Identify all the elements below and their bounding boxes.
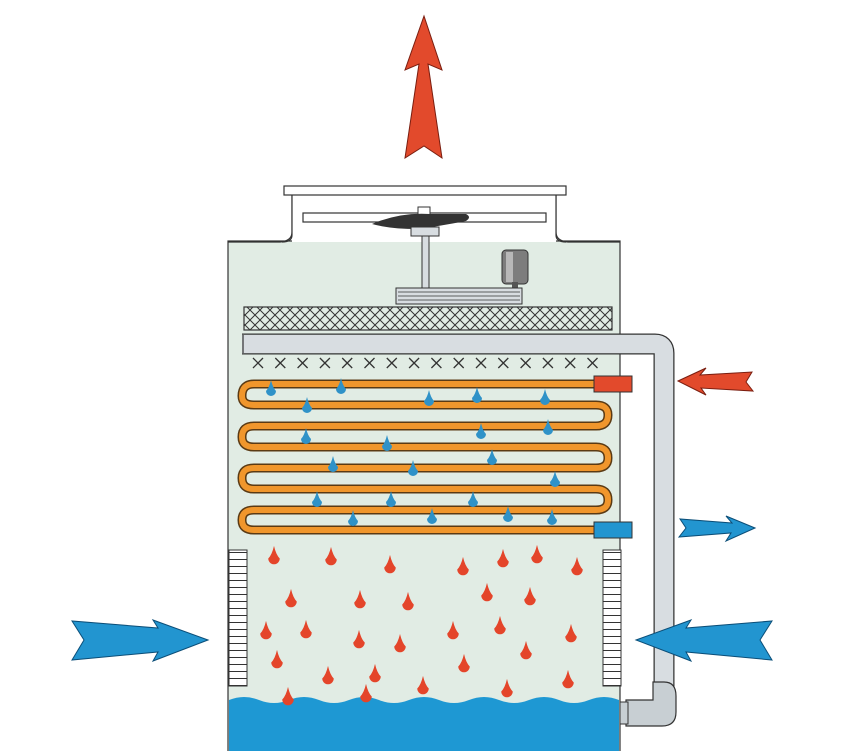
water-droplet <box>520 640 532 660</box>
hot-fluid-inlet <box>593 375 633 393</box>
spray-droplet <box>550 471 560 487</box>
water-droplet <box>325 546 337 566</box>
spray-droplet <box>348 510 358 526</box>
spray-droplet <box>408 460 418 476</box>
water-droplet <box>402 591 414 611</box>
nozzle-mark <box>364 357 375 369</box>
water-droplet <box>447 620 459 640</box>
spray-droplet <box>476 423 486 439</box>
drive-pulley <box>395 287 523 305</box>
spray-droplet <box>424 390 434 406</box>
spray-droplet <box>302 397 312 413</box>
basin-splash-droplets <box>282 683 372 706</box>
water-droplet <box>524 586 536 606</box>
nozzle-mark <box>252 357 264 369</box>
nozzle-mark <box>587 357 598 369</box>
intake-air-arrow-left <box>71 619 210 662</box>
water-droplet <box>394 633 406 653</box>
water-droplet <box>353 629 365 649</box>
heat-exchange-coil <box>237 375 633 539</box>
water-droplet <box>497 548 509 568</box>
fan-icon <box>372 206 469 293</box>
water-droplet <box>571 556 583 576</box>
intake-air-arrow-right <box>634 619 773 662</box>
air-inlet-louvers-left <box>228 549 248 687</box>
water-droplet <box>360 683 372 703</box>
nozzle-mark <box>408 357 420 369</box>
spray-droplet <box>487 449 497 465</box>
nozzle-mark <box>274 357 286 369</box>
nozzle-mark <box>453 357 465 369</box>
water-droplet <box>531 544 543 564</box>
spray-droplet <box>468 491 478 507</box>
motor-icon <box>395 249 529 305</box>
nozzle-mark <box>475 357 487 369</box>
water-droplet <box>565 623 577 643</box>
water-droplet <box>481 582 493 602</box>
water-droplet <box>369 663 381 683</box>
spray-droplet <box>503 506 513 522</box>
spray-droplet <box>547 509 557 525</box>
water-droplet <box>458 653 470 673</box>
nozzle-mark <box>297 357 309 369</box>
water-droplet <box>417 675 429 695</box>
spray-droplet <box>540 389 550 405</box>
spray-droplet <box>266 380 276 396</box>
water-basin <box>229 697 619 751</box>
water-droplet <box>457 556 469 576</box>
recirculation-pipe <box>242 333 677 727</box>
nozzle-mark <box>319 357 331 369</box>
spray-droplet <box>386 491 396 507</box>
hot-fluid-inlet-arrow <box>676 367 755 396</box>
spray-droplet <box>328 456 338 472</box>
spray-droplet <box>543 419 553 435</box>
water-droplet <box>300 619 312 639</box>
water-droplet <box>354 589 366 609</box>
spray-droplet <box>427 508 437 524</box>
water-droplet <box>285 588 297 608</box>
nozzle-mark <box>430 357 442 369</box>
spray-droplet <box>312 491 322 507</box>
water-droplet <box>282 686 294 706</box>
nozzle-mark <box>564 357 576 369</box>
nozzle-mark <box>542 357 554 369</box>
water-droplet <box>260 620 272 640</box>
nozzle-mark <box>520 357 532 369</box>
drift-eliminator <box>243 306 613 331</box>
cooled-fluid-outlet-arrow <box>677 515 757 543</box>
water-droplet <box>384 554 396 574</box>
nozzle-mark <box>341 357 353 369</box>
water-droplet <box>562 669 574 689</box>
water-droplet <box>501 678 513 698</box>
cooled-fluid-outlet <box>593 521 633 539</box>
water-droplet <box>322 665 334 685</box>
spray-droplet <box>301 428 311 444</box>
air-inlet-louvers-right <box>602 549 622 687</box>
exhaust-air-arrow <box>404 14 443 160</box>
water-droplet <box>494 615 506 635</box>
water-droplet <box>271 649 283 669</box>
spray-nozzles <box>252 357 598 369</box>
spray-water-droplets <box>266 378 560 526</box>
falling-water-droplets <box>260 544 583 698</box>
spray-droplet <box>336 378 346 394</box>
nozzle-mark <box>386 357 398 369</box>
water-droplet <box>268 545 280 565</box>
spray-droplet <box>472 387 482 403</box>
spray-droplet <box>382 435 392 451</box>
nozzle-mark <box>497 357 509 369</box>
